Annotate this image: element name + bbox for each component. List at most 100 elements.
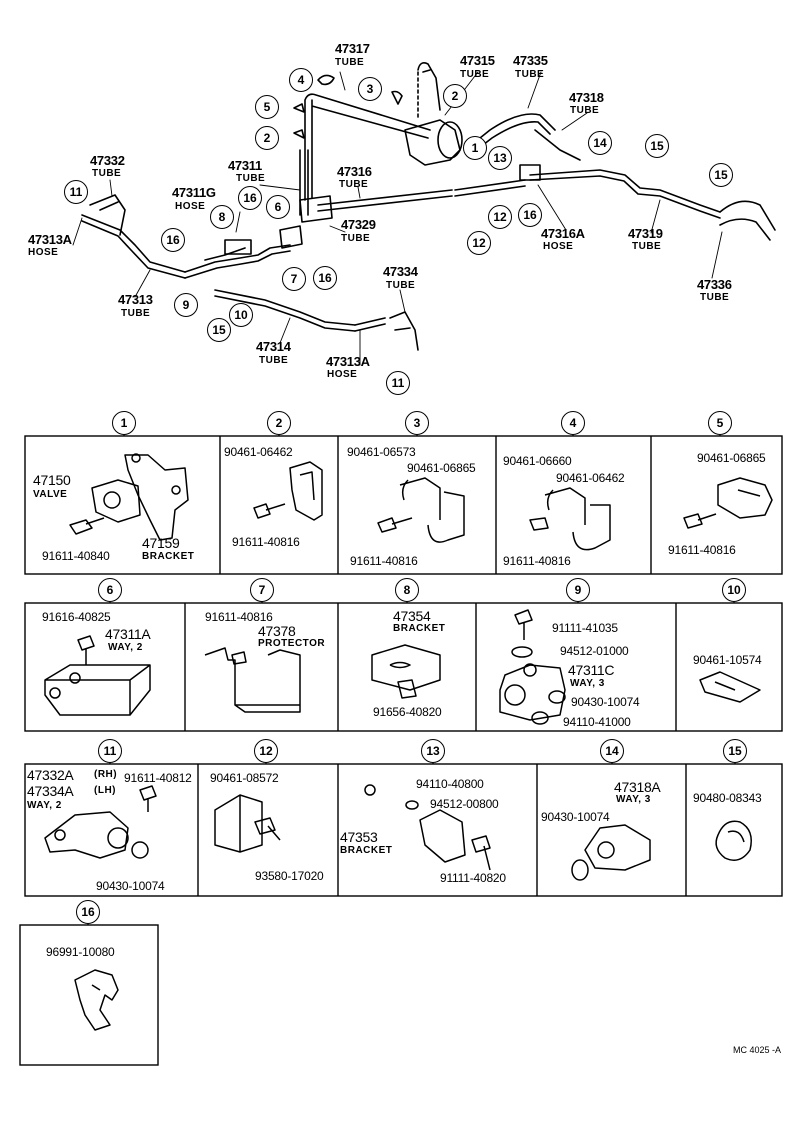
p3-bolt-number: 91611-40816 — [350, 554, 418, 568]
clip-5 — [293, 103, 305, 113]
part-number: 47336 — [697, 277, 732, 292]
p1-bracket-number: 47159 — [142, 535, 180, 551]
callout-11-bottom: 11 — [386, 371, 410, 395]
tube-47332 — [89, 194, 126, 236]
callout-11-left: 11 — [64, 180, 88, 204]
part-number: 47335 — [513, 53, 548, 68]
panel-header-6: 6 — [98, 578, 122, 602]
panel-header-16: 16 — [76, 900, 100, 924]
p5-clamp-number: 90461-06865 — [697, 451, 766, 465]
p13-bracket-number: 47353 — [340, 829, 378, 845]
p2-bolt-number: 91611-40816 — [232, 535, 300, 549]
p1-valve-desc: VALVE — [33, 489, 68, 500]
part-desc: TUBE — [341, 233, 371, 244]
panel-header-9: 9 — [566, 578, 590, 602]
p1-bolt-number: 91611-40840 — [42, 549, 110, 563]
p1-valve — [91, 479, 141, 523]
callout-8: 8 — [210, 205, 234, 229]
tube-47315 — [417, 62, 441, 111]
callout-16-c: 16 — [161, 228, 185, 252]
p13-bolt — [471, 835, 491, 871]
panel-header-12: 12 — [254, 739, 278, 763]
part-number: 47313 — [118, 292, 153, 307]
callout-5: 5 — [255, 95, 279, 119]
part-number: 47332 — [90, 153, 125, 168]
part-number: 47311 — [228, 158, 262, 173]
panel-header-8: 8 — [395, 578, 419, 602]
panel-header-13: 13 — [421, 739, 445, 763]
clip-3 — [391, 90, 403, 105]
callout-12-a: 12 — [488, 205, 512, 229]
p9-bolt — [514, 609, 533, 640]
clip-13 — [519, 164, 541, 181]
callout-7: 7 — [282, 267, 306, 291]
callout-15-top: 15 — [645, 134, 669, 158]
part-desc: TUBE — [570, 105, 600, 116]
p7-bolt-number: 91611-40816 — [205, 610, 273, 624]
p11-way-rh-number: 47332A — [27, 767, 74, 783]
p7-protector-desc: PROTECTOR — [258, 638, 326, 649]
p12-screw — [254, 817, 281, 841]
p4-clamp-b-number: 90461-06462 — [556, 471, 625, 485]
hose-47313A-left — [81, 214, 186, 279]
p8-bracket — [371, 644, 441, 691]
p13-bracket — [419, 809, 466, 863]
p16-clip — [74, 969, 119, 1031]
part-desc: TUBE — [259, 355, 289, 366]
way-8 — [224, 239, 252, 255]
p9-way-number: 47311C — [568, 662, 615, 678]
callout-4: 4 — [289, 68, 313, 92]
callout-14: 14 — [588, 131, 612, 155]
p8-bolt — [397, 679, 417, 699]
p7-bolt — [231, 651, 247, 665]
p1-bracket-desc: BRACKET — [142, 551, 195, 562]
part-number: 47314 — [256, 339, 291, 354]
tube-47336 — [719, 200, 776, 241]
p4-clamp-a-number: 90461-06660 — [503, 454, 572, 468]
protector-7 — [279, 225, 303, 249]
p7-protector — [204, 647, 301, 713]
p14-gasket-number: 90430-10074 — [541, 810, 610, 824]
callout-2: 2 — [255, 126, 279, 150]
panel-frame-row2 — [24, 602, 783, 732]
p3-clamp-b-number: 90461-06865 — [407, 461, 476, 475]
callout-12-b: 12 — [467, 231, 491, 255]
p13-bolt-number: 91111-40820 — [440, 871, 506, 885]
callout-16-b: 16 — [518, 203, 542, 227]
part-number: 47329 — [341, 217, 376, 232]
part-number: 47334 — [383, 264, 418, 279]
p8-bracket-number: 47354 — [393, 608, 431, 624]
callout-15-bottom: 15 — [207, 318, 231, 342]
panel-header-10: 10 — [722, 578, 746, 602]
callout-3: 3 — [358, 77, 382, 101]
p1-bracket — [124, 454, 189, 541]
part-desc: TUBE — [92, 168, 122, 179]
callout-10: 10 — [229, 303, 253, 327]
p3-bolt — [377, 517, 413, 533]
part-desc: HOSE — [175, 201, 206, 212]
panel-header-1: 1 — [112, 411, 136, 435]
p14-way-desc: WAY, 3 — [616, 794, 651, 805]
part-desc: HOSE — [28, 247, 59, 258]
p11-lh: (LH) — [94, 785, 116, 796]
tube-47319 — [529, 169, 721, 219]
tube-47316 — [317, 189, 453, 212]
p4-bolt — [529, 517, 549, 531]
clip-4 — [317, 74, 335, 86]
p11-way-desc: WAY, 2 — [27, 800, 62, 811]
hose-47316A — [454, 179, 526, 197]
part-number: 47319 — [628, 226, 663, 241]
tube-47313 — [184, 244, 291, 279]
panel-header-15: 15 — [723, 739, 747, 763]
part-number: 47313A — [28, 232, 72, 247]
p9-way — [499, 664, 566, 721]
p15-grommet — [715, 820, 752, 861]
part-number: 47316 — [337, 164, 372, 179]
p2-bolt — [253, 503, 286, 519]
p14-way-number: 47318A — [614, 779, 661, 795]
panel-header-5: 5 — [708, 411, 732, 435]
part-desc: TUBE — [460, 69, 490, 80]
panel-header-3: 3 — [405, 411, 429, 435]
tube-47317 — [304, 93, 431, 201]
p6-way-number: 47311A — [105, 626, 151, 642]
